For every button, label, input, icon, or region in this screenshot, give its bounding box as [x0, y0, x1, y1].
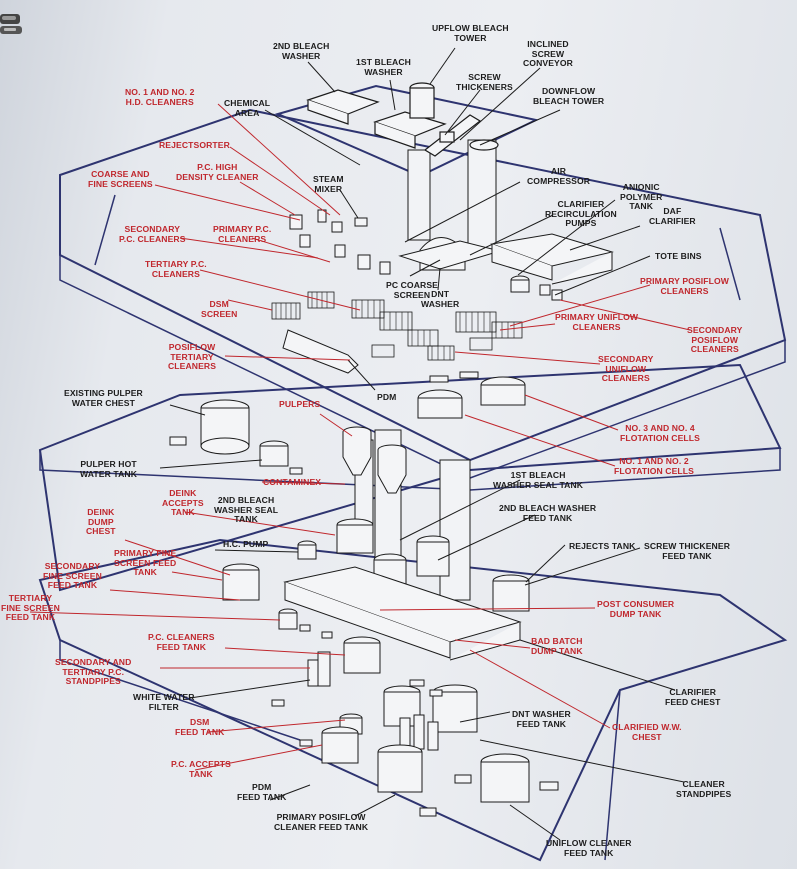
label-secondary-pc-cleaners: SECONDARY P.C. CLEANERS [119, 224, 186, 244]
label-inclined-screw-conveyor: INCLINED SCREW CONVEYOR [523, 39, 573, 69]
label-primary-pc-cleaners: PRIMARY P.C. CLEANERS [213, 224, 272, 244]
label-steam-mixer: STEAM MIXER [313, 174, 344, 194]
label-pdm: PDM [377, 392, 397, 402]
label-clarifier-recirculation-pumps: CLARIFIER RECIRCULATION PUMPS [545, 199, 617, 229]
label-pulpers: PULPERS [279, 399, 321, 409]
red-leader-lines [29, 103, 691, 771]
label-dnt-washer: DNT WASHER [421, 289, 460, 309]
label-post-consumer-dump-tank: POST CONSUMER DUMP TANK [597, 599, 675, 619]
label-contaminex: CONTAMINEX [263, 477, 322, 487]
label-coarse-fine-screens: COARSE AND FINE SCREENS [88, 169, 153, 189]
pushpin-icon [0, 14, 22, 34]
label-pc-cleaners-feed-tank: P.C. CLEANERS FEED TANK [148, 632, 215, 652]
label-cleaner-standpipes: CLEANER STANDPIPES [676, 779, 732, 799]
label-secondary-tertiary-standpipes: SECONDARY AND TERTIARY P.C. STANDPIPES [55, 657, 132, 687]
label-secondary-fine-screen-feed-tank: SECONDARY FINE SCREEN FEED TANK [43, 561, 102, 591]
label-downflow-bleach-tower: DOWNFLOW BLEACH TOWER [533, 86, 605, 106]
label-secondary-uniflow-cleaners: SECONDARY UNIFLOW CLEANERS [598, 354, 654, 384]
label-dsm-screen: DSM SCREEN [201, 299, 238, 319]
label-pdm-feed-tank: PDM FEED TANK [237, 782, 287, 802]
bottom-floor-equipment [222, 518, 559, 817]
label-screw-thickeners: SCREW THICKENERS [456, 72, 513, 92]
label-tote-bins: TOTE BINS [655, 251, 702, 261]
label-dsm-feed-tank: DSM FEED TANK [175, 717, 225, 737]
label-bad-batch-dump-tank: BAD BATCH DUMP TANK [531, 636, 583, 656]
label-screw-thickener-feed-tank: SCREW THICKENER FEED TANK [644, 541, 731, 561]
label-white-water-filter: WHITE WATER FILTER [133, 692, 195, 712]
label-rejects-tank: REJECTS TANK [569, 541, 636, 551]
upper-deck-equipment [282, 209, 614, 419]
label-existing-pulper-water-chest: EXISTING PULPER WATER CHEST [64, 388, 143, 408]
label-primary-posiflow-cleaners: PRIMARY POSIFLOW CLEANERS [640, 276, 729, 296]
label-primary-fine-screen-feed-tank: PRIMARY FINE SCREEN FEED TANK [114, 548, 177, 578]
label-dnt-washer-feed-tank: DNT WASHER FEED TANK [512, 709, 571, 729]
label-clarified-ww-chest: CLARIFIED W.W. CHEST [612, 722, 682, 742]
label-upflow-bleach-tower: UPFLOW BLEACH TOWER [432, 23, 509, 43]
middle-floor-equipment [169, 399, 407, 494]
label-deink-dump-chest: DEINK DUMP CHEST [86, 507, 116, 537]
label-air-compressor: AIR COMPRESSOR [527, 166, 591, 186]
black-leader-lines [159, 47, 685, 841]
label-secondary-posiflow-cleaners: SECONDARY POSIFLOW CLEANERS [687, 325, 743, 355]
label-flotation-cells-3-4: NO. 3 AND NO. 4 FLOTATION CELLS [620, 423, 700, 443]
label-pc-high-density-cleaner: P.C. HIGH DENSITY CLEANER [176, 162, 259, 182]
label-posiflow-tertiary-cleaners: POSIFLOW TERTIARY CLEANERS [168, 342, 217, 372]
label-pc-accepts-tank: P.C. ACCEPTS TANK [171, 759, 231, 779]
label-primary-posiflow-cleaner-feed-tank: PRIMARY POSIFLOW CLEANER FEED TANK [274, 812, 369, 832]
label-rejectsorter: REJECTSORTER [159, 140, 230, 150]
label-hc-pump: H.C. PUMP [223, 539, 269, 549]
label-daf-clarifier: DAF CLARIFIER [649, 206, 696, 226]
label-deink-accepts-tank: DEINK ACCEPTS TANK [162, 488, 204, 518]
label-hd-cleaners: NO. 1 AND NO. 2 H.D. CLEANERS [125, 87, 195, 107]
label-second-bleach-washer-seal-tank: 2ND BLEACH WASHER SEAL TANK [214, 495, 279, 525]
label-anionic-polymer-tank: ANIONIC POLYMER TANK [620, 182, 663, 212]
label-second-bleach-washer: 2ND BLEACH WASHER [273, 41, 330, 61]
label-uniflow-cleaner-feed-tank: UNIFLOW CLEANER FEED TANK [546, 838, 632, 858]
label-pc-coarse-screen: PC COARSE SCREEN [386, 280, 438, 300]
label-tertiary-pc-cleaners: TERTIARY P.C. CLEANERS [145, 259, 207, 279]
label-first-bleach-washer: 1ST BLEACH WASHER [356, 57, 411, 77]
top-equipment [306, 82, 499, 157]
label-chemical-area: CHEMICAL AREA [224, 98, 271, 118]
label-primary-uniflow-cleaners: PRIMARY UNIFLOW CLEANERS [555, 312, 639, 332]
label-tertiary-fine-screen-feed-tank: TERTIARY FINE SCREEN FEED TANK [1, 593, 60, 623]
label-pulper-hot-water-tank: PULPER HOT WATER TANK [80, 459, 138, 479]
label-first-bleach-washer-seal-tank: 1ST BLEACH WASHER SEAL TANK [493, 470, 584, 490]
label-clarifier-feed-chest: CLARIFIER FEED CHEST [665, 687, 721, 707]
label-second-bleach-washer-feed-tank: 2ND BLEACH WASHER FEED TANK [499, 503, 597, 523]
label-flotation-cells-1-2: NO. 1 AND NO. 2 FLOTATION CELLS [614, 456, 694, 476]
